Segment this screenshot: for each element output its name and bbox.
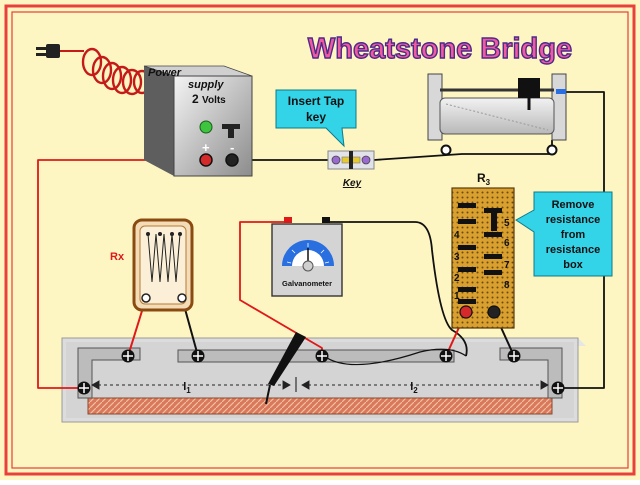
callout-remove-line3: from [561, 229, 586, 241]
rheostat-slider[interactable] [518, 78, 540, 98]
rheostat-terminal-left[interactable] [440, 144, 452, 156]
resistor-coil-icon [147, 233, 181, 283]
power-supply-voltage: 2 Volts [192, 92, 226, 106]
box-number-7: 7 [504, 260, 510, 271]
rheostat [427, 73, 567, 156]
resistance-plugs [458, 203, 502, 304]
length-scale [91, 380, 549, 390]
terminal-rx-right[interactable] [191, 349, 205, 363]
terminal-left-end[interactable] [77, 381, 91, 395]
callout-remove-line5: box [563, 259, 583, 271]
resistance-box-label: R3 [477, 171, 491, 187]
wire-jockey-loop [323, 348, 467, 366]
terminal-rx-left[interactable] [121, 349, 135, 363]
rx-terminal-right[interactable] [177, 293, 187, 303]
plug-key[interactable] [327, 150, 375, 170]
power-supply-label-line2: supply [188, 79, 224, 91]
box-number-4: 4 [454, 230, 460, 241]
power-supply: Power supply 2 Volts + - [143, 65, 253, 177]
power-supply-label-line1: Power [148, 67, 182, 79]
coiled-cord-icon [81, 47, 152, 96]
strip-terminals [77, 349, 565, 395]
removed-plug-icon[interactable] [491, 213, 497, 231]
length-l1-label: l1 [183, 381, 191, 395]
callout-tap-key-line1: Insert Tap [288, 94, 344, 108]
key-label: Key [343, 178, 362, 189]
power-indicator-light [199, 120, 213, 134]
box-terminal-black[interactable] [487, 305, 501, 319]
galvanometer-terminal-black[interactable] [322, 217, 330, 223]
positive-terminal-label: + [202, 140, 210, 155]
circuit-wires [37, 91, 605, 389]
rx-terminal-left[interactable] [141, 293, 151, 303]
red-wire-left [37, 159, 190, 389]
insert-tap-key-callout: Insert Tap key [275, 89, 357, 148]
box-number-1: 1 [454, 291, 460, 302]
power-plug-icon [36, 44, 152, 96]
callout-remove-line1: Remove [552, 199, 595, 211]
wire-galvanometer-box [326, 221, 468, 357]
callout-remove-line2: resistance [546, 214, 600, 226]
box-terminal-red[interactable] [459, 305, 473, 319]
positive-terminal[interactable] [199, 153, 213, 167]
callout-remove-line4: resistance [546, 244, 600, 256]
outer-frame [4, 4, 636, 476]
negative-terminal[interactable] [225, 153, 239, 167]
page-title: Wheatstone Bridge [308, 33, 572, 65]
box-number-5: 5 [504, 218, 510, 229]
jockey[interactable] [265, 332, 306, 405]
terminal-right-end[interactable] [551, 381, 565, 395]
unknown-resistor-rx [132, 218, 194, 312]
box-number-8: 8 [504, 280, 510, 291]
bridge-wire [87, 397, 553, 415]
galvanometer-label: Galvanometer [282, 279, 332, 288]
rheostat-terminal-right[interactable] [546, 144, 558, 156]
key-plug-icon [349, 151, 353, 169]
negative-terminal-label: - [230, 140, 234, 155]
resistance-box: 4 3 2 1 5 6 7 8 [451, 187, 515, 329]
galvanometer: Galvanometer [271, 217, 343, 297]
galvanometer-terminal-red[interactable] [284, 217, 292, 223]
power-switch[interactable] [222, 124, 240, 129]
box-number-6: 6 [504, 238, 510, 249]
rx-label: Rx [110, 251, 125, 263]
terminal-box-black[interactable] [507, 349, 521, 363]
box-number-3: 3 [454, 252, 460, 263]
remove-resistance-callout: Remove resistance from resistance box [515, 191, 613, 277]
inner-frame [11, 11, 629, 469]
length-l2-label: l2 [410, 381, 418, 395]
terminal-box-red[interactable] [439, 349, 453, 363]
terminal-galvanometer[interactable] [315, 349, 329, 363]
box-number-2: 2 [454, 273, 460, 284]
callout-tap-key-line2: key [306, 110, 326, 124]
